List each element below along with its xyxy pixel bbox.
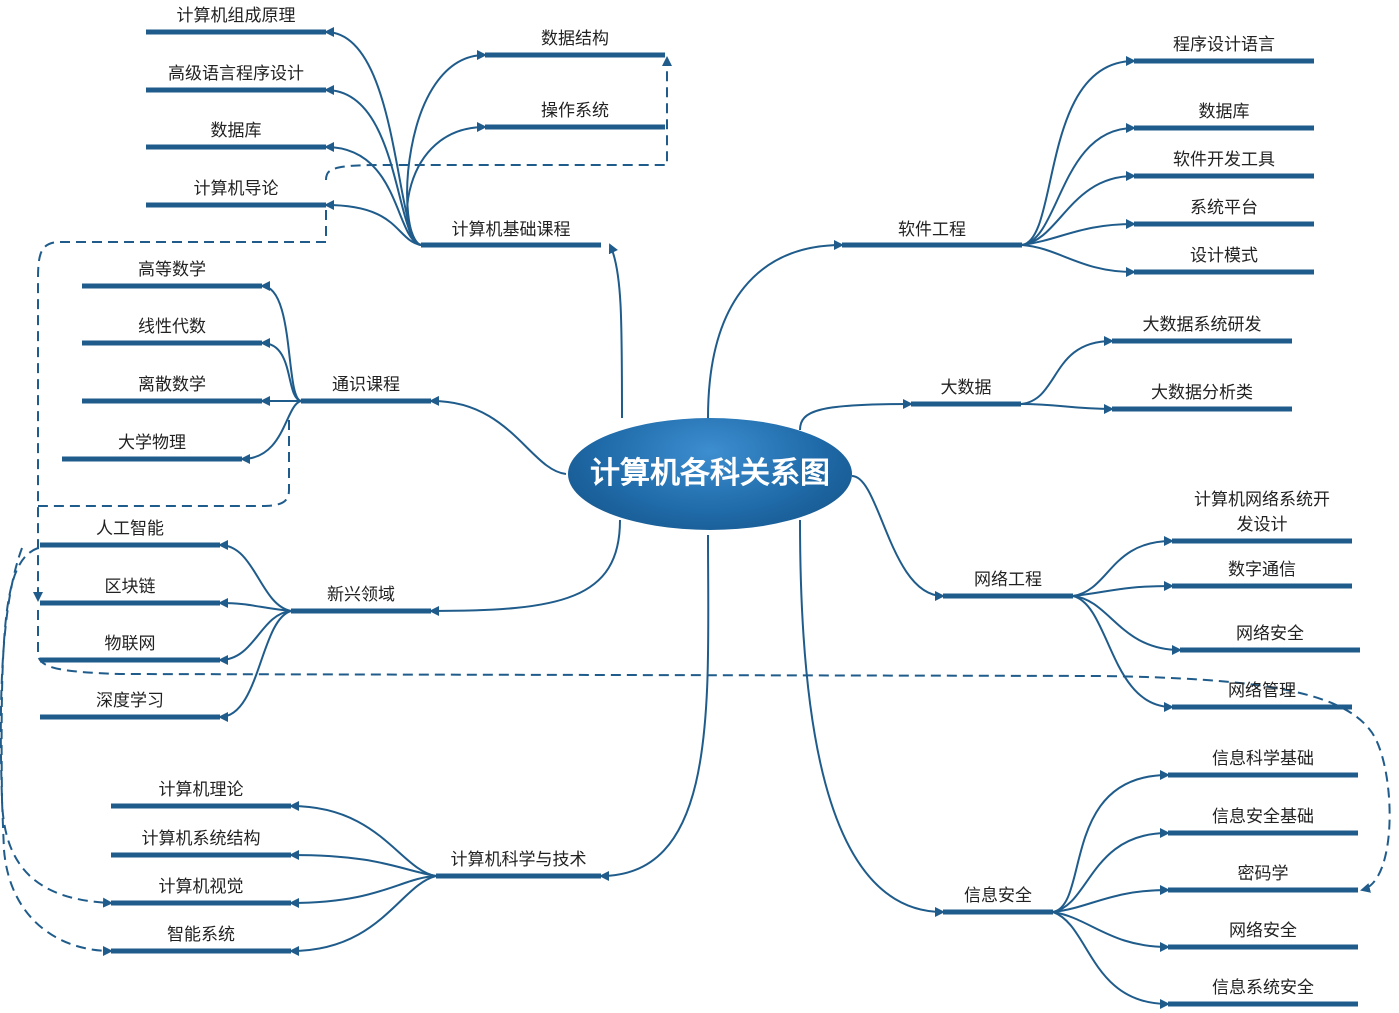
branch-foundation-courses[interactable]: 计算机基础课程 xyxy=(451,220,571,240)
dashed-relations xyxy=(0,56,1391,956)
node-computer-vision[interactable]: 计算机视觉 xyxy=(158,877,244,897)
node-info-security-basics[interactable]: 信息安全基础 xyxy=(1212,807,1314,827)
node-digital-communication[interactable]: 数字通信 xyxy=(1228,560,1296,580)
node-system-platform[interactable]: 系统平台 xyxy=(1190,198,1258,218)
topic-underlines xyxy=(40,29,1360,1007)
node-data-structures[interactable]: 数据结构 xyxy=(541,29,609,49)
node-info-system-security[interactable]: 信息系统安全 xyxy=(1212,978,1314,998)
node-computer-architecture[interactable]: 计算机系统结构 xyxy=(141,829,261,849)
node-computer-theory[interactable]: 计算机理论 xyxy=(158,780,244,800)
node-intro-computing[interactable]: 计算机导论 xyxy=(193,179,279,199)
node-network-security-2[interactable]: 网络安全 xyxy=(1229,921,1297,941)
node-physics[interactable]: 大学物理 xyxy=(118,433,186,453)
node-operating-systems[interactable]: 操作系统 xyxy=(541,101,609,121)
node-bigdata-analysis[interactable]: 大数据分析类 xyxy=(1151,383,1253,403)
node-advanced-math[interactable]: 高等数学 xyxy=(138,260,206,280)
node-blockchain[interactable]: 区块链 xyxy=(104,577,156,597)
node-ai[interactable]: 人工智能 xyxy=(96,519,164,539)
branch-general-courses[interactable]: 通识课程 xyxy=(332,375,400,395)
node-discrete-math[interactable]: 离散数学 xyxy=(138,375,206,395)
node-network-management[interactable]: 网络管理 xyxy=(1228,681,1296,701)
node-linear-algebra[interactable]: 线性代数 xyxy=(138,317,206,337)
node-iot[interactable]: 物联网 xyxy=(104,634,156,654)
connectors xyxy=(218,27,1182,1009)
node-advanced-programming[interactable]: 高级语言程序设计 xyxy=(168,64,304,84)
node-computer-organization[interactable]: 计算机组成原理 xyxy=(176,6,296,26)
center-topic[interactable]: 计算机各科关系图 xyxy=(568,418,852,530)
node-cryptography[interactable]: 密码学 xyxy=(1237,864,1289,884)
branch-big-data[interactable]: 大数据 xyxy=(940,378,992,398)
branch-emerging-fields[interactable]: 新兴领域 xyxy=(327,585,395,605)
node-intelligent-systems[interactable]: 智能系统 xyxy=(167,925,235,945)
node-network-system-dev-line2[interactable]: 发设计 xyxy=(1236,515,1288,535)
node-database-left[interactable]: 数据库 xyxy=(210,121,262,141)
node-design-patterns[interactable]: 设计模式 xyxy=(1190,246,1258,266)
node-deep-learning[interactable]: 深度学习 xyxy=(96,691,164,711)
node-info-science-basics[interactable]: 信息科学基础 xyxy=(1212,749,1314,769)
node-bigdata-rd[interactable]: 大数据系统研发 xyxy=(1142,315,1262,335)
branch-cs-and-tech[interactable]: 计算机科学与技术 xyxy=(450,850,587,870)
node-programming-languages[interactable]: 程序设计语言 xyxy=(1173,35,1275,55)
node-network-system-dev-line1[interactable]: 计算机网络系统开 xyxy=(1194,490,1330,510)
branch-software-engineering[interactable]: 软件工程 xyxy=(898,220,966,240)
node-network-security-1[interactable]: 网络安全 xyxy=(1236,624,1304,644)
branch-network-engineering[interactable]: 网络工程 xyxy=(974,570,1042,590)
node-database-right[interactable]: 数据库 xyxy=(1198,102,1250,122)
node-dev-tools[interactable]: 软件开发工具 xyxy=(1173,150,1275,170)
branch-information-security[interactable]: 信息安全 xyxy=(964,886,1032,906)
